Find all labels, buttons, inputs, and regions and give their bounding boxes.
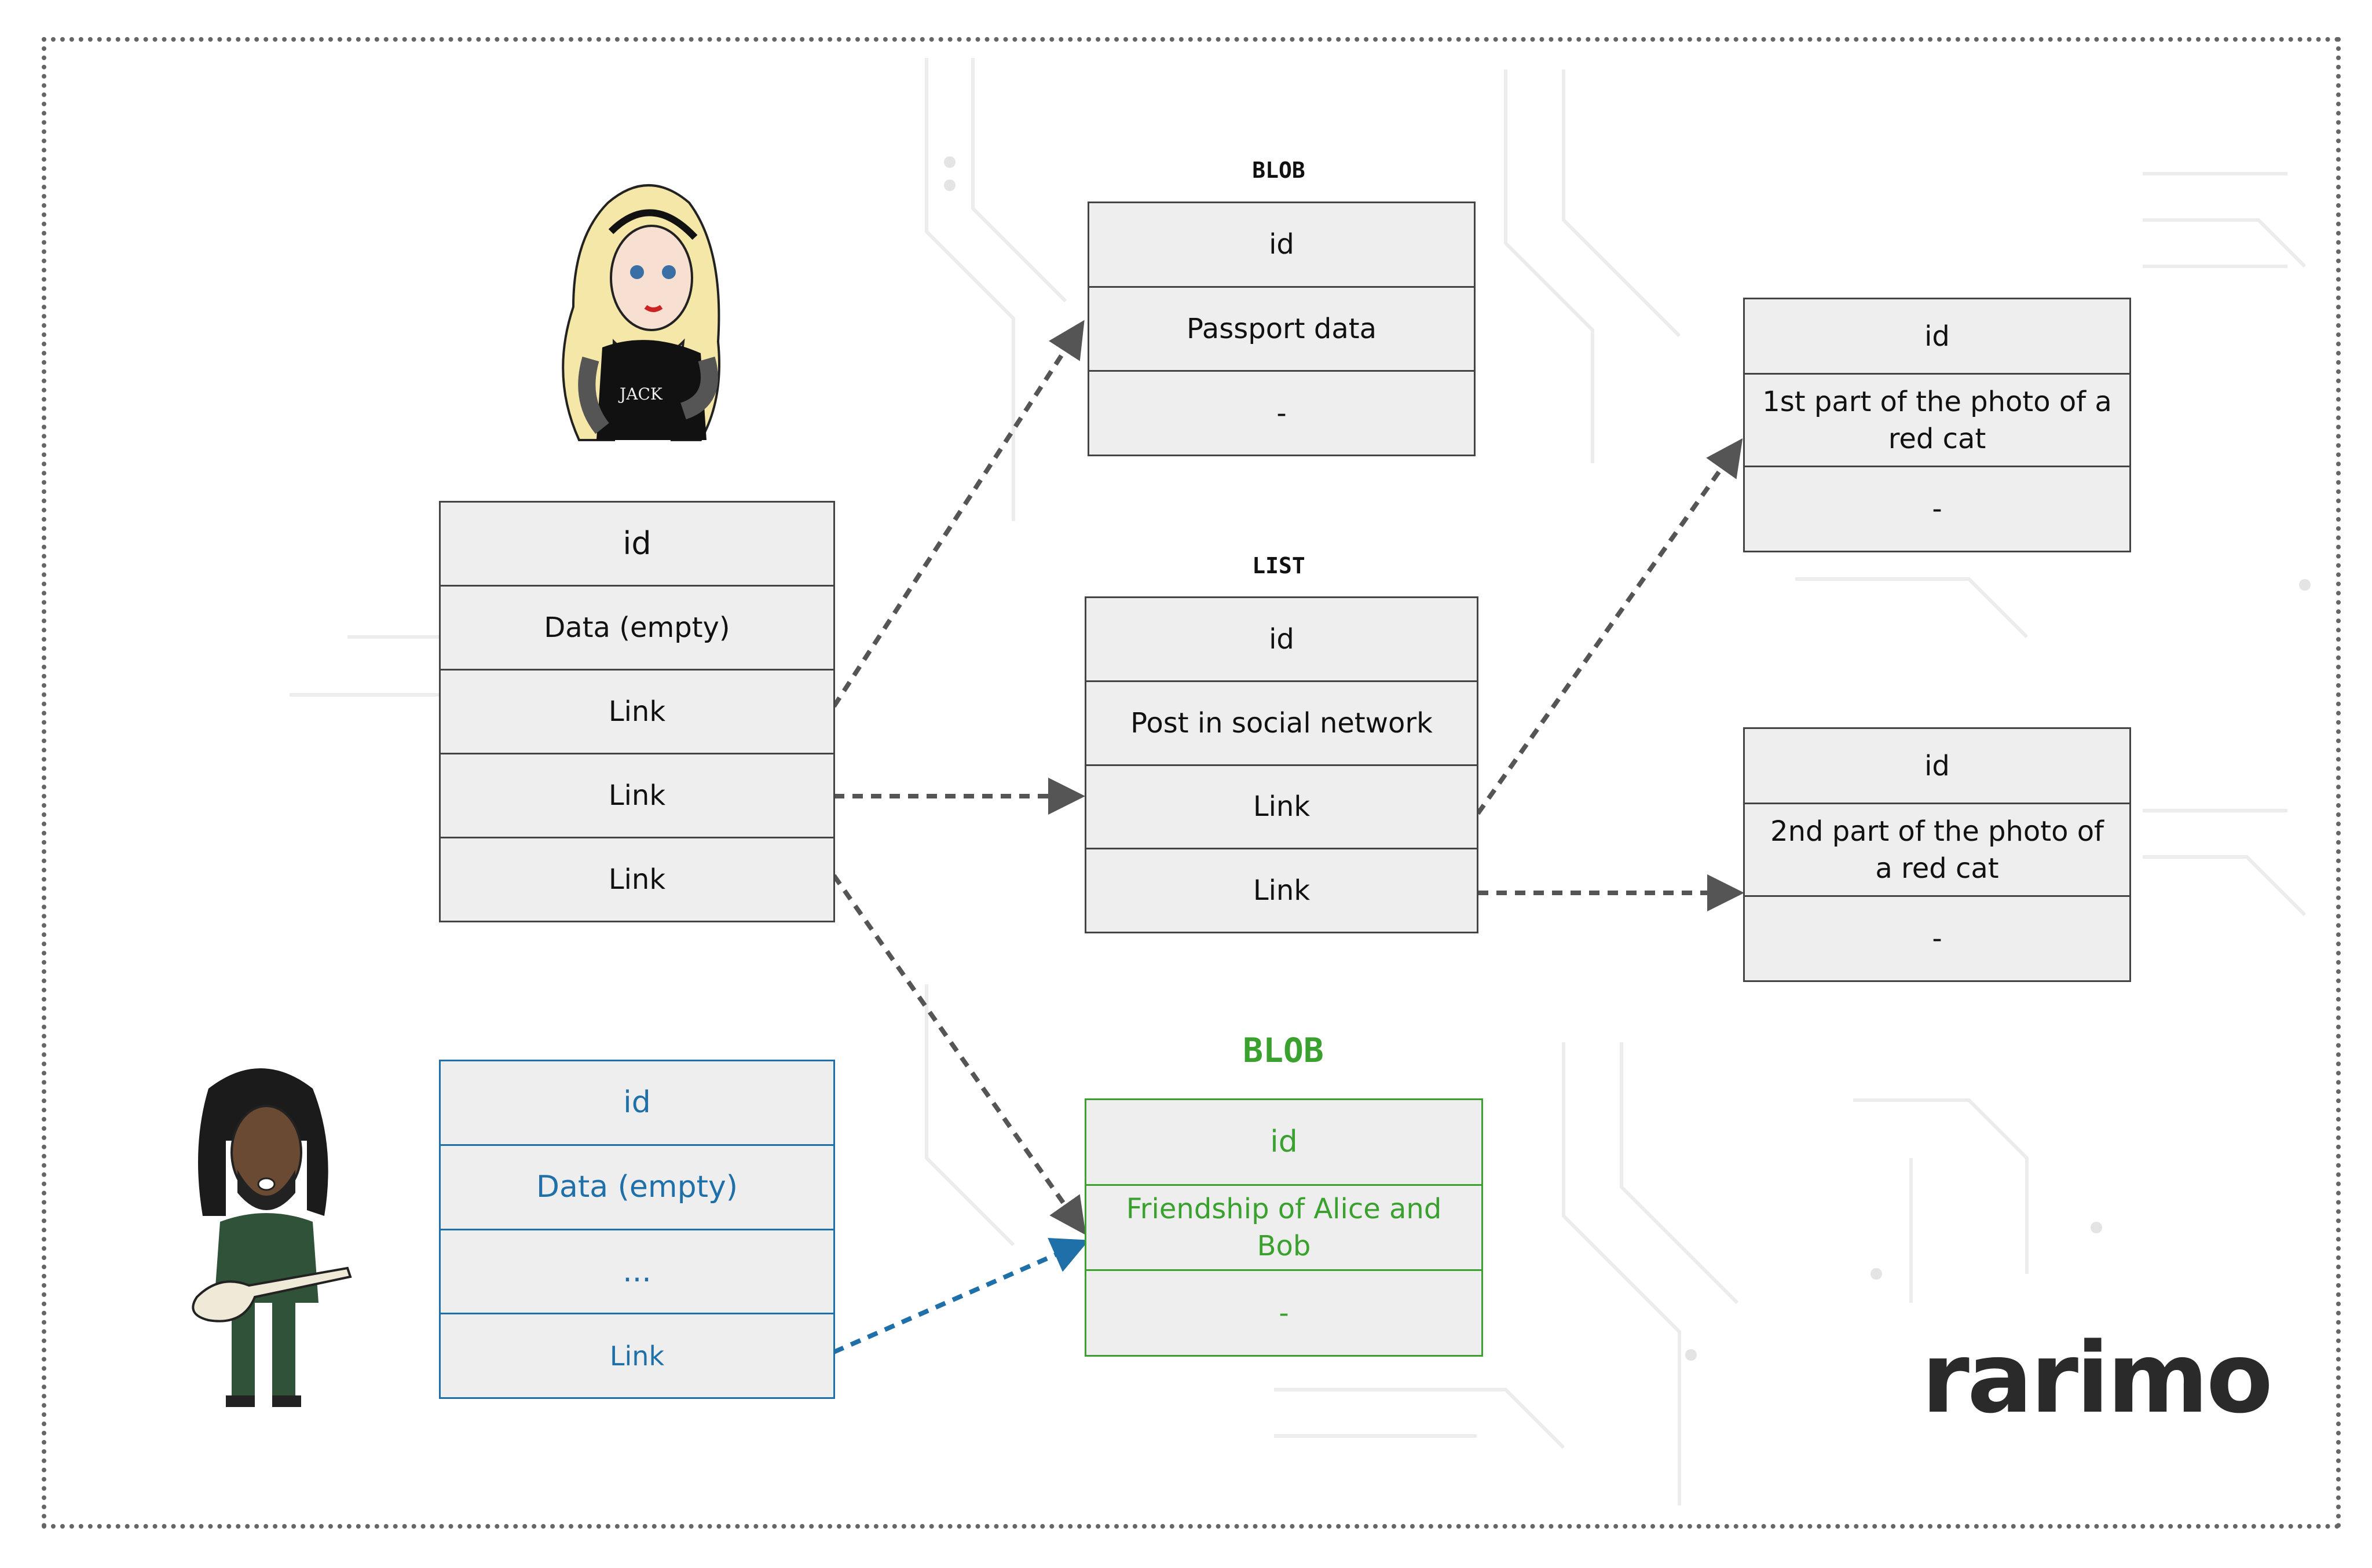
- node-data: Post in social network: [1086, 682, 1477, 766]
- rarimo-logo: rarimo: [1921, 1321, 2273, 1435]
- diagram-frame: [42, 37, 2341, 1529]
- blob-passport-node: id Passport data -: [1088, 202, 1476, 456]
- link-bob-to-friendship: [833, 1237, 1089, 1354]
- node-id: id: [1086, 1100, 1481, 1186]
- alice-node: id Data (empty) Link Link Link: [439, 501, 835, 922]
- node-link: Link: [441, 754, 833, 838]
- bob-avatar: [192, 1068, 352, 1407]
- node-link: Link: [441, 1314, 833, 1397]
- list-post-node: id Post in social network Link Link: [1085, 596, 1478, 933]
- blob-friendship-node: id Friendship of Alice and Bob -: [1085, 1098, 1483, 1357]
- node-ellipsis: ...: [441, 1230, 833, 1315]
- node-id: id: [1745, 729, 2129, 804]
- bob-node: id Data (empty) ... Link: [439, 1060, 835, 1399]
- node-empty: -: [1745, 467, 2129, 551]
- node-link: Link: [1086, 765, 1477, 850]
- link-list-to-photo1: [1476, 438, 1743, 815]
- node-link: Link: [441, 671, 833, 754]
- node-empty: -: [1745, 897, 2129, 980]
- blob-passport-label: BLOB: [1252, 157, 1305, 183]
- node-data: 1st part of the photo of a red cat: [1745, 375, 2129, 467]
- list-post-label: LIST: [1252, 553, 1305, 578]
- link-alice-to-passport: [832, 320, 1085, 708]
- node-id: id: [441, 503, 833, 587]
- node-id: id: [1089, 203, 1474, 288]
- node-id: id: [1745, 299, 2129, 375]
- svg-text:JACK: JACK: [618, 384, 663, 404]
- link-alice-to-friendship: [832, 874, 1086, 1236]
- node-link: Link: [441, 838, 833, 921]
- photo-part2-node: id 2nd part of the photo of a red cat -: [1743, 727, 2131, 982]
- alice-avatar: JACK: [562, 184, 720, 441]
- node-id: id: [1086, 598, 1477, 682]
- node-empty: -: [1089, 372, 1474, 455]
- blob-friendship-label: BLOB: [1243, 1031, 1324, 1070]
- node-empty: -: [1086, 1271, 1481, 1355]
- node-data: Data (empty): [441, 587, 833, 671]
- node-data: 2nd part of the photo of a red cat: [1745, 804, 2129, 897]
- photo-part1-node: id 1st part of the photo of a red cat -: [1743, 298, 2131, 552]
- node-data: Passport data: [1089, 287, 1474, 372]
- node-id: id: [441, 1061, 833, 1146]
- node-data: Data (empty): [441, 1145, 833, 1230]
- node-link: Link: [1086, 849, 1477, 932]
- node-data: Friendship of Alice and Bob: [1086, 1185, 1481, 1272]
